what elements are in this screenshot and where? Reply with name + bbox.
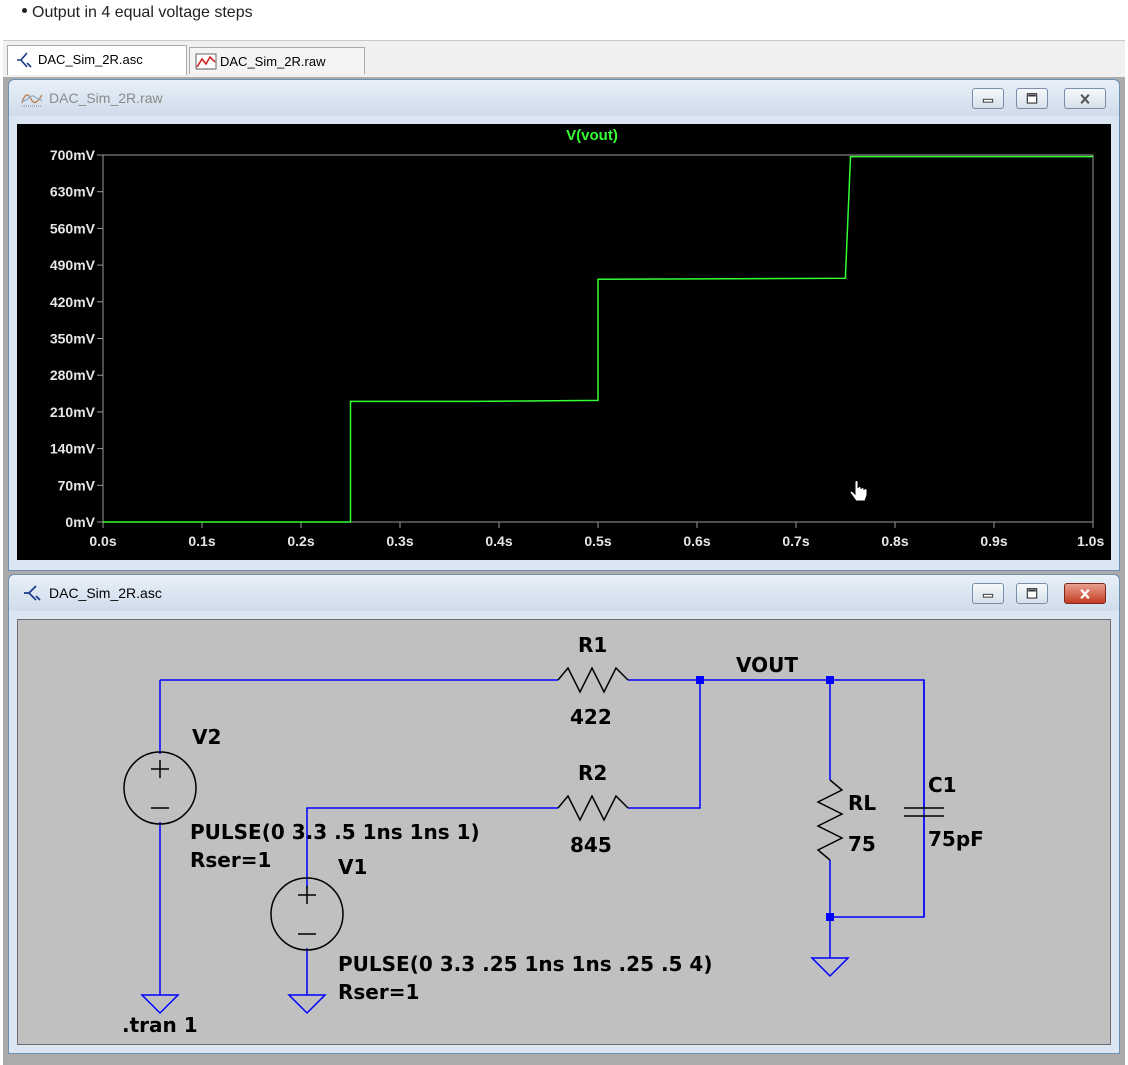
- v2-value-label: PULSE(0 3.3 .5 1ns 1ns 1): [190, 820, 480, 844]
- plot-pane[interactable]: V(vout) 0mV 70mV 140mV 210mV 280mV 350mV 420mV…: [17, 124, 1111, 560]
- x-tick-label: 0.0s: [89, 533, 116, 549]
- y-tick-label: 280mV: [50, 367, 96, 383]
- r2-name-label: R2: [578, 761, 607, 785]
- wires: [159, 679, 925, 995]
- vout-net-label: VOUT: [736, 653, 798, 677]
- tab-schematic-label: DAC_Sim_2R.asc: [38, 52, 143, 67]
- y-tick-label: 350mV: [50, 331, 96, 347]
- y-tick-label: 490mV: [50, 257, 96, 273]
- r1-value-label: 422: [570, 705, 612, 729]
- close-button[interactable]: [1064, 88, 1106, 109]
- circuit-diagram[interactable]: R1 422 R2 845 VOUT V2 PULSE(0 3.3 .5 1ns…: [18, 620, 1110, 1044]
- resistor-r2-icon[interactable]: [557, 794, 629, 822]
- v2-name-label: V2: [192, 725, 221, 749]
- schematic-window-icon: [24, 585, 41, 601]
- voltage-source-v2-icon[interactable]: [123, 751, 197, 825]
- x-tick-label: 1.0s: [1077, 533, 1104, 549]
- voltage-source-v1-icon[interactable]: [270, 877, 344, 951]
- r2-value-label: 845: [570, 833, 612, 857]
- close-button[interactable]: [1064, 583, 1106, 604]
- maximize-icon: [1026, 588, 1038, 599]
- x-tick-label: 0.5s: [584, 533, 611, 549]
- series-line-vout[interactable]: [103, 155, 1093, 523]
- v1-rser-label: Rser=1: [338, 980, 419, 1004]
- tab-schematic[interactable]: DAC_Sim_2R.asc: [7, 45, 187, 75]
- schematic-canvas[interactable]: R1 422 R2 845 VOUT V2 PULSE(0 3.3 .5 1ns…: [17, 619, 1111, 1045]
- schematic-window-title: DAC_Sim_2R.asc: [49, 585, 162, 601]
- waveform-window-title: DAC_Sim_2R.raw: [49, 90, 163, 106]
- tab-waveform[interactable]: DAC_Sim_2R.raw: [189, 47, 365, 74]
- ground-icon: [287, 994, 327, 1015]
- y-tick-label: 700mV: [50, 147, 96, 163]
- resistor-r1-icon[interactable]: [557, 666, 629, 694]
- y-tick-label: 560mV: [50, 220, 96, 236]
- c1-name-label: C1: [928, 773, 957, 797]
- capacitor-c1-icon[interactable]: [904, 807, 944, 817]
- close-icon: [1080, 94, 1090, 104]
- waveform-window-titlebar[interactable]: DAC_Sim_2R.raw: [9, 80, 1119, 116]
- v1-name-label: V1: [338, 855, 367, 879]
- ground-icon: [810, 957, 850, 978]
- y-tick-label: 0mV: [65, 514, 95, 530]
- y-tick-label: 70mV: [58, 477, 96, 493]
- vout-plot[interactable]: V(vout) 0mV 70mV 140mV 210mV 280mV 350mV 420mV…: [17, 124, 1111, 560]
- y-tick-label: 630mV: [50, 184, 96, 200]
- rl-name-label: RL: [848, 791, 876, 815]
- bullet-icon: [22, 8, 27, 14]
- rl-value-label: 75: [848, 832, 876, 856]
- document-tab-bar: DAC_Sim_2R.asc DAC_Sim_2R.raw: [3, 40, 1125, 78]
- waveform-icon: [195, 53, 217, 70]
- x-tick-label: 0.1s: [188, 533, 215, 549]
- tab-waveform-label: DAC_Sim_2R.raw: [220, 54, 326, 69]
- x-tick-label: 0.2s: [287, 533, 314, 549]
- minimize-button[interactable]: [972, 583, 1004, 604]
- ground-icon: [140, 994, 180, 1015]
- caption: Output in 4 equal voltage steps: [22, 4, 253, 22]
- maximize-button[interactable]: [1016, 583, 1048, 604]
- hand-cursor-icon: [849, 480, 868, 502]
- x-tick-label: 0.7s: [782, 533, 809, 549]
- r1-name-label: R1: [578, 633, 607, 657]
- schematic-window[interactable]: DAC_Sim_2R.asc: [8, 574, 1120, 1054]
- schematic-window-titlebar[interactable]: DAC_Sim_2R.asc: [9, 575, 1119, 611]
- close-icon: [1080, 588, 1090, 600]
- waveform-window-icon: [21, 94, 43, 107]
- y-tick-label: 140mV: [50, 441, 96, 457]
- schematic-icon: [17, 52, 32, 68]
- maximize-button[interactable]: [1016, 88, 1048, 109]
- minimize-icon: [982, 593, 994, 598]
- minimize-button[interactable]: [972, 88, 1004, 109]
- x-tick-label: 0.4s: [485, 533, 512, 549]
- mdi-workspace: DAC_Sim_2R.raw V(vout) 0mV 70mV 140mV 210mV…: [3, 77, 1125, 1065]
- minimize-icon: [982, 98, 994, 103]
- tran-directive[interactable]: .tran 1: [122, 1013, 198, 1037]
- waveform-window[interactable]: DAC_Sim_2R.raw V(vout) 0mV 70mV 140mV 210mV…: [8, 79, 1120, 571]
- junction-dots: [696, 676, 834, 921]
- y-tick-label: 210mV: [50, 404, 96, 420]
- x-tick-label: 0.3s: [386, 533, 413, 549]
- maximize-icon: [1026, 93, 1038, 104]
- v2-rser-label: Rser=1: [190, 848, 271, 872]
- v1-value-label: PULSE(0 3.3 .25 1ns 1ns .25 .5 4): [338, 952, 712, 976]
- y-tick-label: 420mV: [50, 294, 96, 310]
- c1-value-label: 75pF: [928, 827, 984, 851]
- chart-title: V(vout): [566, 127, 618, 144]
- x-tick-label: 0.9s: [980, 533, 1007, 549]
- resistor-rl-icon[interactable]: [816, 779, 844, 861]
- x-tick-label: 0.6s: [683, 533, 710, 549]
- x-tick-label: 0.8s: [881, 533, 908, 549]
